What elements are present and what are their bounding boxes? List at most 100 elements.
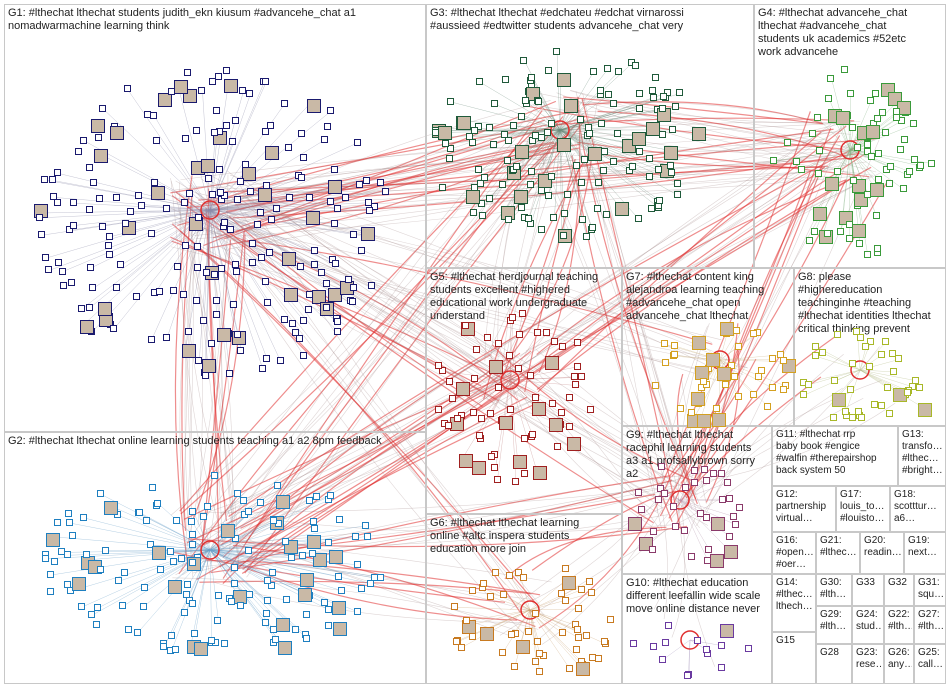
graph-node-g8[interactable] [842,408,849,415]
graph-node-g2[interactable] [311,525,318,532]
graph-node-g4[interactable] [825,177,839,191]
graph-node-g8[interactable] [895,355,902,362]
graph-node-g7[interactable] [700,378,707,385]
graph-node-g3[interactable] [590,68,597,75]
graph-node-g9[interactable] [726,533,733,540]
graph-node-g1[interactable] [194,243,201,250]
graph-node-g1[interactable] [242,167,256,181]
graph-node-g6[interactable] [534,638,541,645]
graph-node-g1[interactable] [68,279,75,286]
graph-node-g8[interactable] [858,414,865,421]
graph-node-g3[interactable] [557,138,571,152]
graph-node-g3[interactable] [518,113,525,120]
graph-node-g8[interactable] [831,377,838,384]
graph-node-g1[interactable] [195,357,202,364]
graph-node-g7[interactable] [688,409,695,416]
graph-node-g1[interactable] [208,340,215,347]
graph-node-g4[interactable] [836,111,850,125]
graph-node-g1[interactable] [181,199,188,206]
graph-node-g1[interactable] [98,302,112,316]
graph-node-g6[interactable] [558,590,565,597]
graph-node-g1[interactable] [254,221,261,228]
graph-node-g2[interactable] [269,569,276,576]
graph-node-g8[interactable] [830,414,837,421]
graph-node-g6[interactable] [499,649,506,656]
graph-node-g6[interactable] [536,650,543,657]
graph-node-g2[interactable] [298,588,312,602]
graph-node-g4[interactable] [816,147,823,154]
graph-node-g2[interactable] [325,622,332,629]
graph-node-g4[interactable] [867,97,874,104]
graph-node-g3[interactable] [510,122,517,129]
graph-node-g4[interactable] [864,251,871,258]
graph-node-g9[interactable] [688,553,695,560]
graph-node-g1[interactable] [358,247,365,254]
graph-node-g1[interactable] [263,355,270,362]
graph-node-g1[interactable] [247,188,254,195]
graph-node-g3[interactable] [667,162,674,169]
graph-node-g3[interactable] [561,210,568,217]
graph-node-g2[interactable] [237,602,244,609]
graph-node-g3[interactable] [664,146,678,160]
graph-node-g6[interactable] [562,576,576,590]
graph-node-g1[interactable] [184,69,191,76]
graph-node-g1[interactable] [298,174,305,181]
graph-node-g10[interactable] [650,643,657,650]
graph-node-g5[interactable] [494,476,501,483]
graph-node-g3[interactable] [502,76,509,83]
graph-node-g5[interactable] [499,416,513,430]
graph-node-g1[interactable] [297,263,304,270]
graph-node-g1[interactable] [239,87,246,94]
graph-node-g3[interactable] [513,163,520,170]
graph-node-g3[interactable] [515,145,529,159]
graph-node-g1[interactable] [153,137,160,144]
graph-node-g1[interactable] [365,199,372,206]
graph-node-g3[interactable] [649,87,656,94]
graph-node-g1[interactable] [213,107,220,114]
graph-node-g2[interactable] [143,517,150,524]
graph-node-g2[interactable] [189,508,196,515]
graph-node-g1[interactable] [281,100,288,107]
graph-node-g2[interactable] [336,516,343,523]
graph-node-g3[interactable] [586,130,593,137]
graph-node-g2[interactable] [272,636,279,643]
graph-node-g2[interactable] [183,591,190,598]
graph-node-g8[interactable] [882,338,889,345]
graph-node-g4[interactable] [893,114,900,121]
graph-node-g1[interactable] [133,293,140,300]
graph-node-g4[interactable] [798,166,805,173]
graph-node-g3[interactable] [535,98,542,105]
graph-node-g4[interactable] [770,157,777,164]
graph-node-g1[interactable] [234,196,241,203]
graph-node-g1[interactable] [249,240,256,247]
graph-node-g2[interactable] [313,493,320,500]
graph-node-g1[interactable] [122,220,129,227]
graph-node-g3[interactable] [532,132,539,139]
graph-node-g2[interactable] [307,535,321,549]
graph-node-g1[interactable] [45,266,52,273]
graph-node-g9[interactable] [628,517,642,531]
graph-node-g5[interactable] [435,406,442,413]
graph-node-g1[interactable] [354,139,361,146]
graph-node-g5[interactable] [559,343,566,350]
graph-node-g6[interactable] [576,662,590,676]
graph-node-g5[interactable] [491,464,498,471]
graph-node-g9[interactable] [732,521,739,528]
graph-node-g3[interactable] [528,168,535,175]
graph-node-g8[interactable] [904,389,911,396]
graph-node-g2[interactable] [257,499,264,506]
graph-node-g9[interactable] [691,479,698,486]
graph-node-g5[interactable] [513,455,527,469]
graph-node-g3[interactable] [538,226,545,233]
graph-node-g7[interactable] [780,357,787,364]
graph-node-g3[interactable] [486,124,493,131]
graph-node-g1[interactable] [217,328,231,342]
graph-node-g3[interactable] [601,148,608,155]
graph-node-g1[interactable] [89,284,96,291]
graph-node-g4[interactable] [811,228,818,235]
graph-node-g5[interactable] [459,454,473,468]
graph-node-g3[interactable] [660,93,667,100]
graph-node-g3[interactable] [597,87,604,94]
graph-node-g3[interactable] [646,122,660,136]
graph-node-g2[interactable] [270,517,277,524]
